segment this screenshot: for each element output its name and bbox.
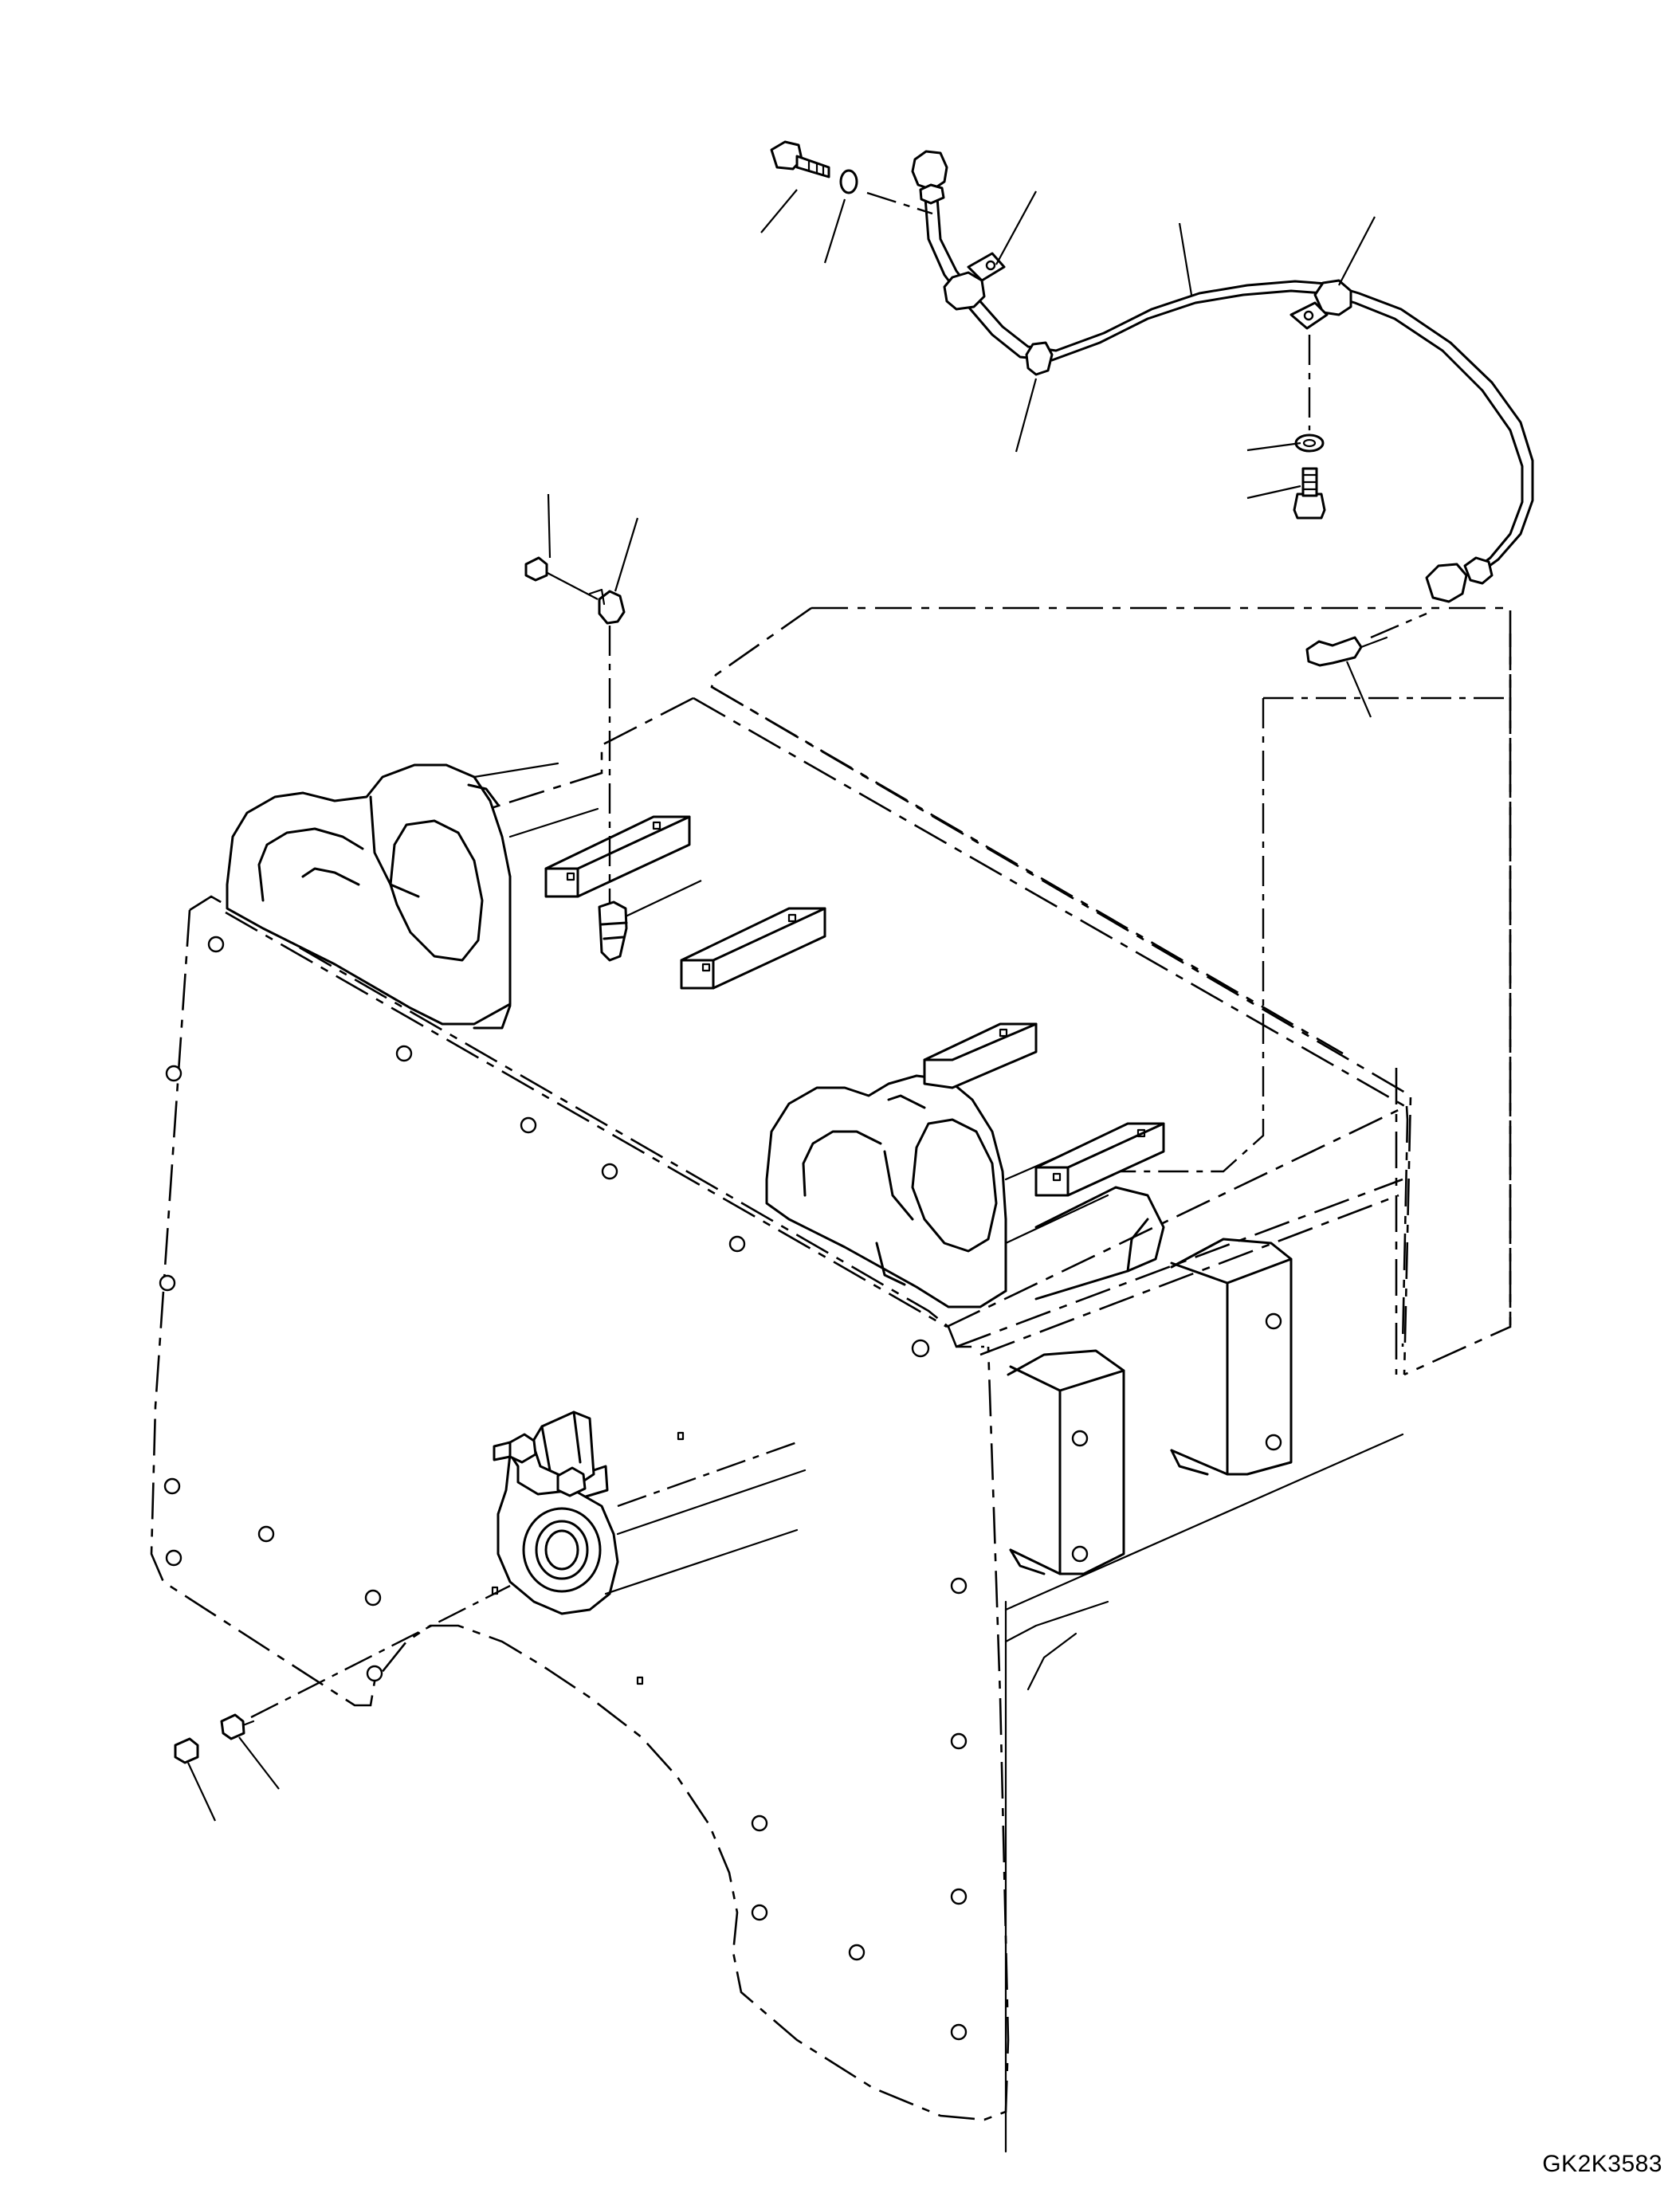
right-pivot-boss [765,1074,1165,1308]
upper-grease-fittings [524,556,628,962]
pivot-bearing-assembly [491,1410,807,1685]
front-side-plate [150,895,1010,2121]
left-pivot-boss [226,762,599,1030]
lower-grease-fittings [174,1713,255,1764]
front-plate-holes [159,936,968,2041]
drawing-code-label: GK2K3583 [1542,2151,1662,2177]
hose-fasteners [770,140,1388,667]
lower-interior-blocks [1004,1238,1404,2153]
callout-leader-lines [187,189,1376,1822]
right-blocks [923,1022,1165,1197]
hose-clamps [943,252,1352,376]
frame-phantom-outline [710,606,1512,1376]
assembly-center-lines [250,191,1427,1719]
hose-assembly [911,150,1534,603]
upper-blocks [544,815,826,990]
